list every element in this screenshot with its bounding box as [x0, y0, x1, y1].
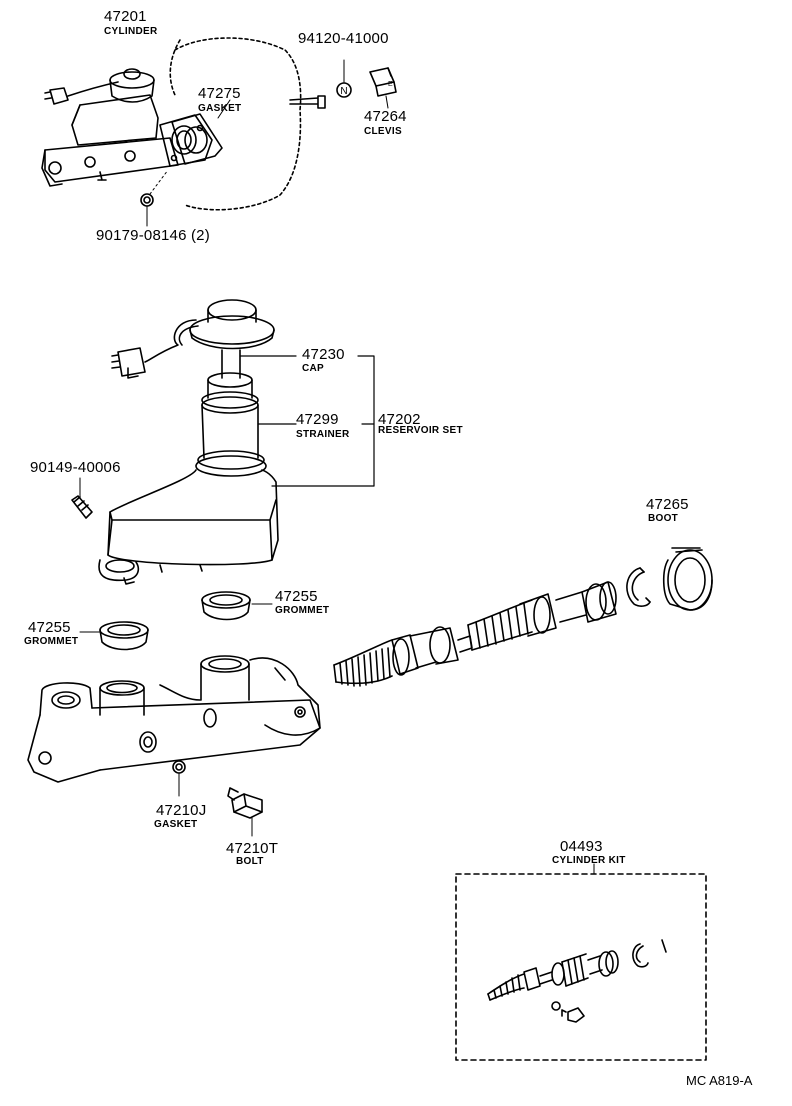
- part-number-47299: 47299: [296, 411, 339, 428]
- bolt-icon: [227, 787, 263, 837]
- grommet-left: [79, 621, 149, 651]
- part-name-gasket-top: GASKET: [198, 103, 242, 114]
- screw-icon: [71, 477, 93, 519]
- document-code: MC A819-A: [686, 1073, 753, 1088]
- part-number-47264: 47264: [364, 108, 407, 125]
- part-number-90179-08146: 90179-08146 (2): [96, 227, 210, 244]
- grommet-right: [201, 591, 273, 621]
- svg-text:E: E: [388, 81, 393, 88]
- reservoir-cap: [111, 299, 275, 379]
- part-name-grommet-right: GROMMET: [275, 605, 330, 616]
- part-number-04493: 04493: [560, 838, 603, 855]
- master-cylinder-assembly-top: [41, 68, 213, 187]
- cylinder-kit-box: [455, 863, 707, 1061]
- part-name-boot: BOOT: [648, 513, 679, 524]
- part-name-cylinder: CYLINDER: [104, 26, 158, 37]
- snap-ring: [626, 567, 651, 607]
- reservoir-body: [98, 469, 279, 585]
- part-number-47230: 47230: [302, 346, 345, 363]
- clevis-icon: E: [369, 67, 397, 109]
- part-number-47210T: 47210T: [226, 840, 279, 857]
- part-name-strainer: STRAINER: [296, 429, 350, 440]
- part-name-clevis: CLEVIS: [364, 126, 402, 137]
- part-number-47202: 47202: [378, 411, 421, 428]
- nut-icon: N: [336, 59, 352, 98]
- reservoir-leaders: [239, 355, 375, 487]
- piston-assembly: [333, 581, 617, 687]
- part-number-47265: 47265: [646, 496, 689, 513]
- gasket-small: [172, 760, 186, 797]
- part-number-47210J: 47210J: [156, 802, 207, 819]
- master-cylinder-body: [27, 655, 321, 783]
- part-name-cap: CAP: [302, 363, 325, 374]
- part-number-90149-40006: 90149-40006: [30, 459, 121, 476]
- reservoir-strainer: [195, 372, 267, 477]
- cylinder-kit-parts: [487, 939, 667, 1023]
- part-name-bolt: BOLT: [236, 856, 264, 867]
- boot: [662, 547, 713, 611]
- part-number-47255-right: 47255: [275, 588, 318, 605]
- part-number-94120-41000: 94120-41000: [298, 30, 389, 47]
- part-number-47255-left: 47255: [28, 619, 71, 636]
- part-name-grommet-left: GROMMET: [24, 636, 79, 647]
- gasket-top: [171, 99, 231, 165]
- part-name-cylinder-kit: CYLINDER KIT: [552, 855, 626, 866]
- brake-booster: [169, 37, 326, 211]
- part-name-reservoir-set: RESERVOIR SET: [378, 425, 463, 436]
- part-name-gasket-small: GASKET: [154, 819, 198, 830]
- part-number-47275: 47275: [198, 85, 241, 102]
- washer-icon: [140, 169, 169, 227]
- part-number-47201: 47201: [104, 8, 147, 25]
- svg-text:N: N: [340, 86, 347, 97]
